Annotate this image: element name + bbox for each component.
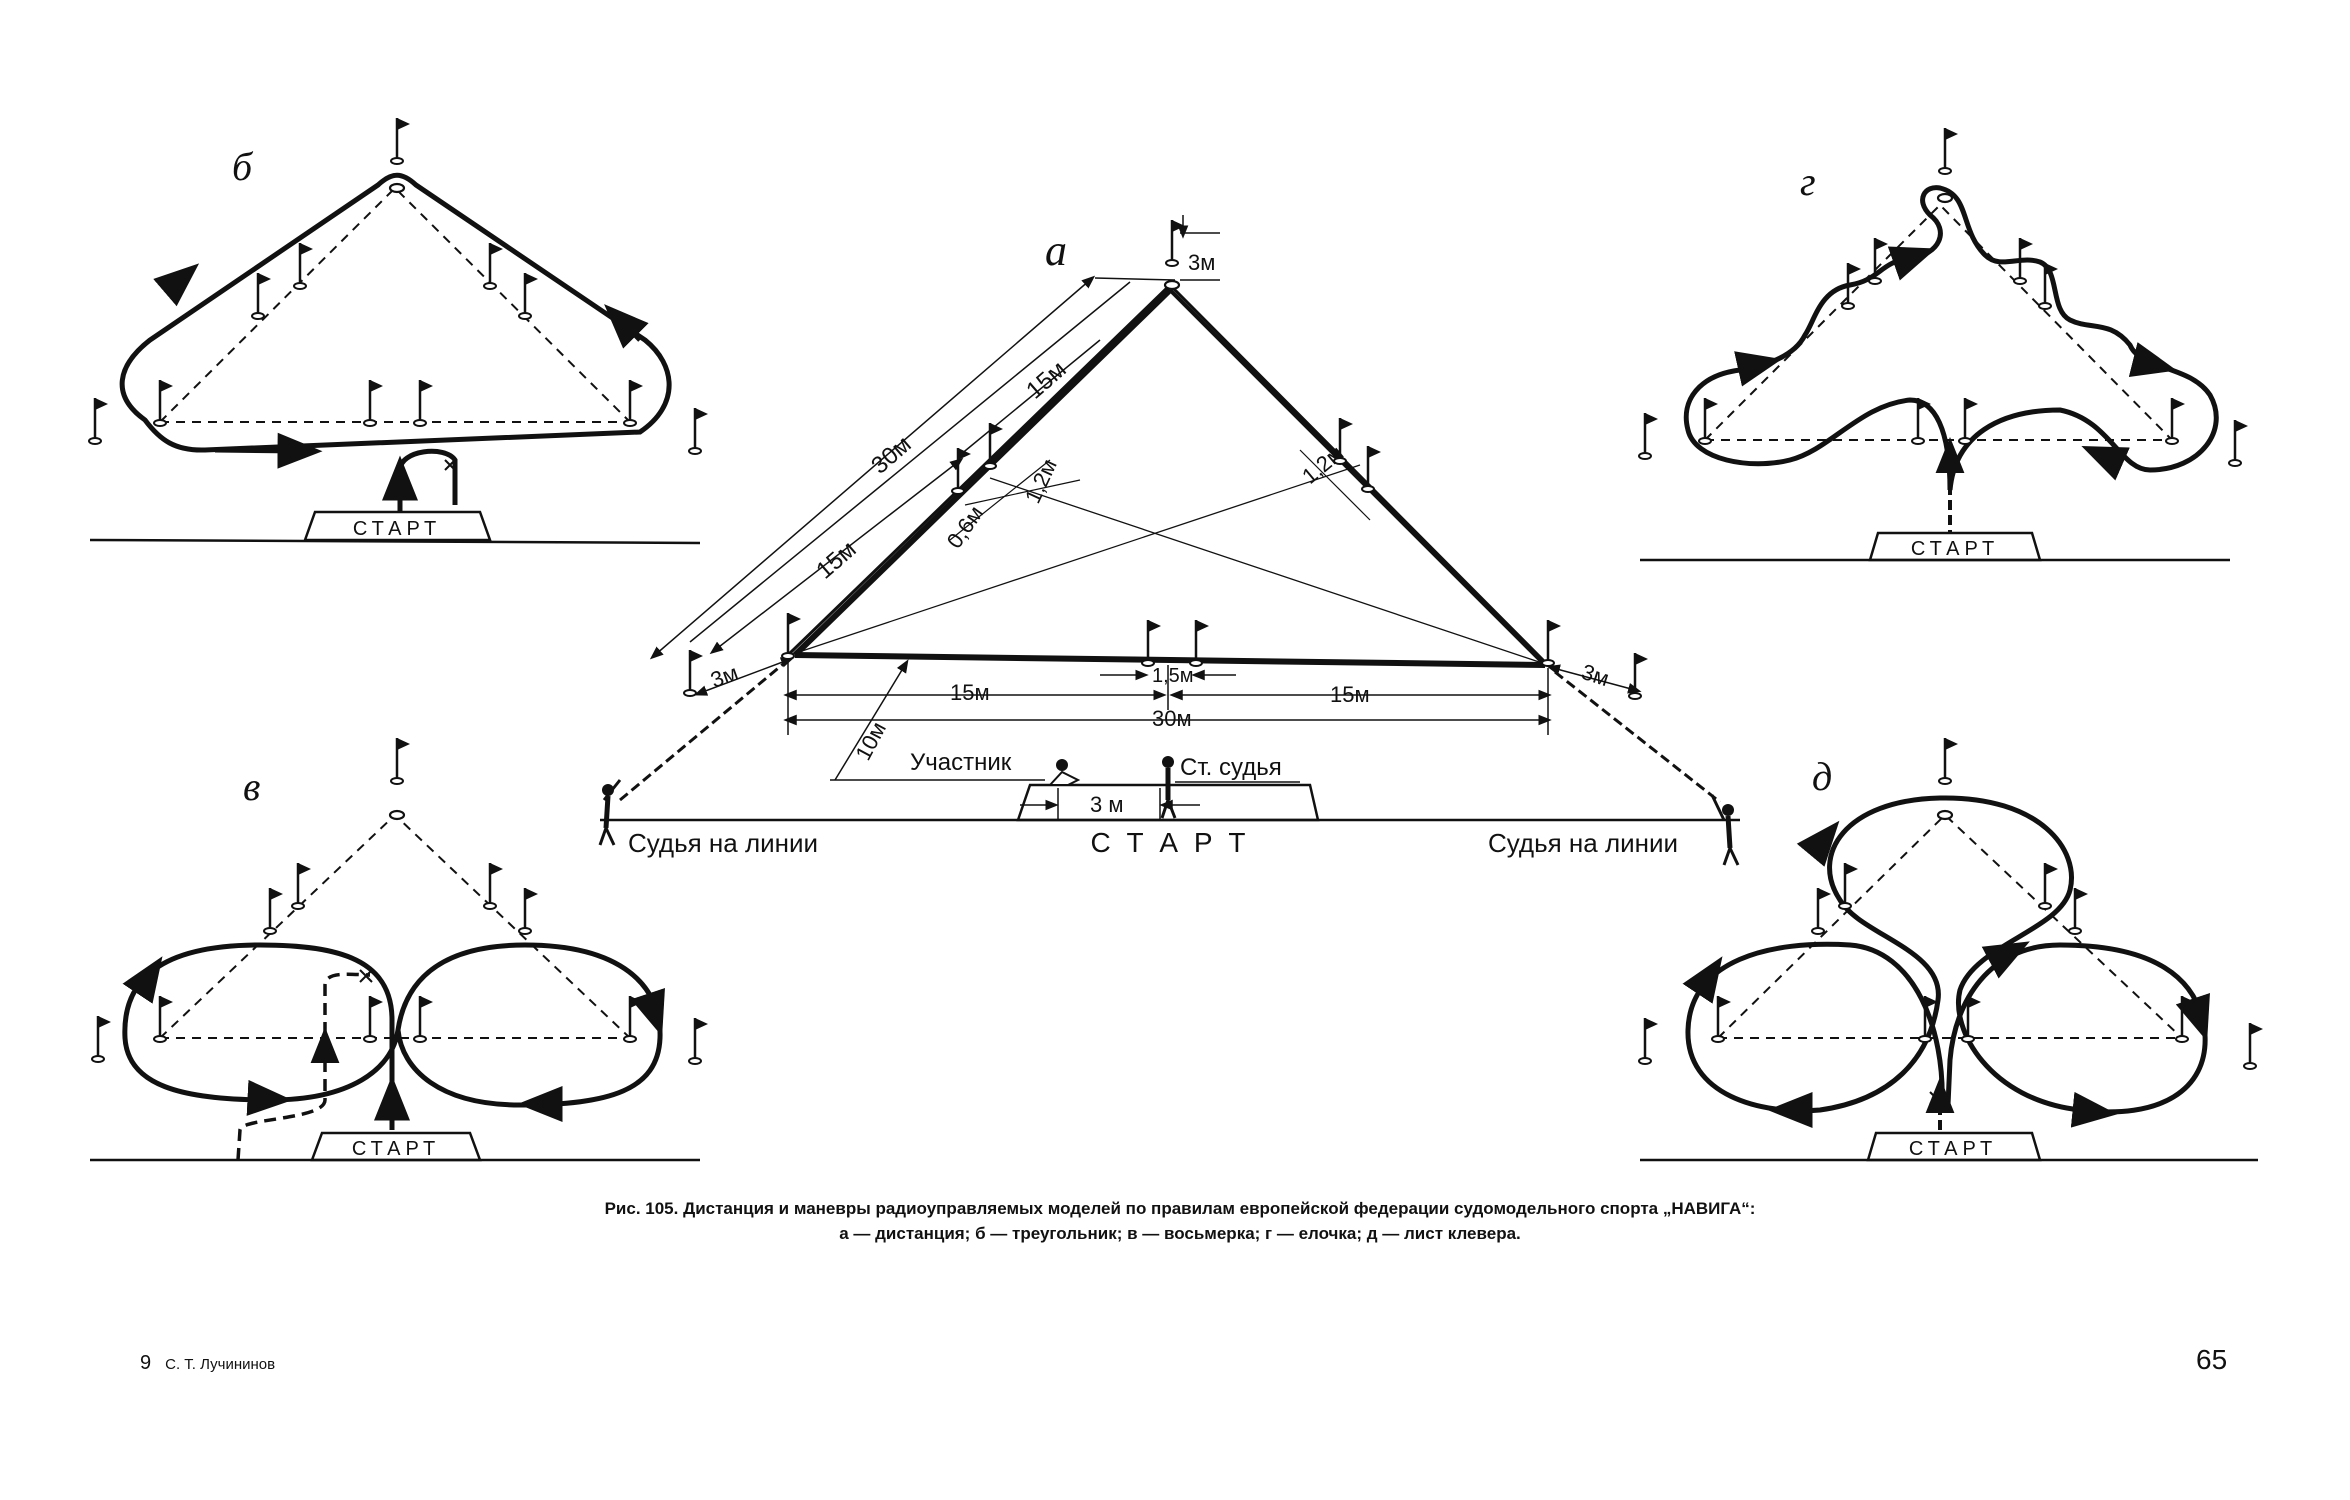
dim-3m-start: 3 м [1090,792,1123,817]
panel-d-cloverleaf: д СТАРТ [1637,736,2265,1162]
figure-caption: Рис. 105. Дистанция и маневры радиоуправ… [440,1196,1920,1246]
dim-15m-base-right: 15м [1330,682,1370,707]
panel-label-g: г [1800,159,1816,204]
start-label-g: СТАРТ [1911,538,1999,560]
line-judge-left-figure [598,779,622,846]
start-label-d: СТАРТ [1909,1138,1997,1160]
dim-10m: 10м [850,718,891,765]
participant-label: Участник [910,749,1012,776]
line-judge-right: Судья на линии [1488,828,1678,858]
footer-signature: 9 С. Т. Лучининов [140,1352,275,1375]
main-start-label: С Т А Р Т [1091,827,1250,858]
dim-30m-base: 30м [1152,706,1192,731]
participant-figure [1047,759,1081,786]
page-number: 65 [2196,1344,2228,1375]
line-judge-right-figure [1710,794,1740,866]
senior-judge-label: Ст. судья [1180,754,1282,781]
start-label-b: СТАРТ [353,518,441,540]
dim-3m-top: 3м [1188,250,1215,275]
senior-judge-figure [1160,756,1177,819]
panel-label-b: б [232,144,254,189]
dim-1-5m: 1,5м [1152,665,1194,687]
panel-label-a: а [1045,226,1067,275]
dim-15m-base-left: 15м [950,680,990,705]
panel-b-triangle: б СТАРТ [87,116,710,545]
line-judge-left: Судья на линии [628,828,818,858]
caption-line-2: а — дистанция; б — треугольник; в — вось… [839,1224,1521,1243]
panel-label-d: д [1812,754,1832,799]
dim-30m-side: 30м [866,431,916,480]
panel-label-v: в [243,764,260,809]
panel-g-herringbone: г СТАРТ [1637,126,2250,562]
panel-a-course: а 3м 15м 30м 15м 0,6м 1,2м 1,2м 3м 3м [598,215,1740,866]
panel-v-figure-eight: в СТАРТ [90,736,710,1162]
author-name: С. Т. Лучининов [165,1356,276,1373]
start-label-v: СТАРТ [352,1138,440,1160]
dim-3m-right: 3м [1578,659,1612,691]
caption-line-1: Рис. 105. Дистанция и маневры радиоуправ… [604,1199,1756,1218]
signature-number: 9 [140,1352,152,1374]
